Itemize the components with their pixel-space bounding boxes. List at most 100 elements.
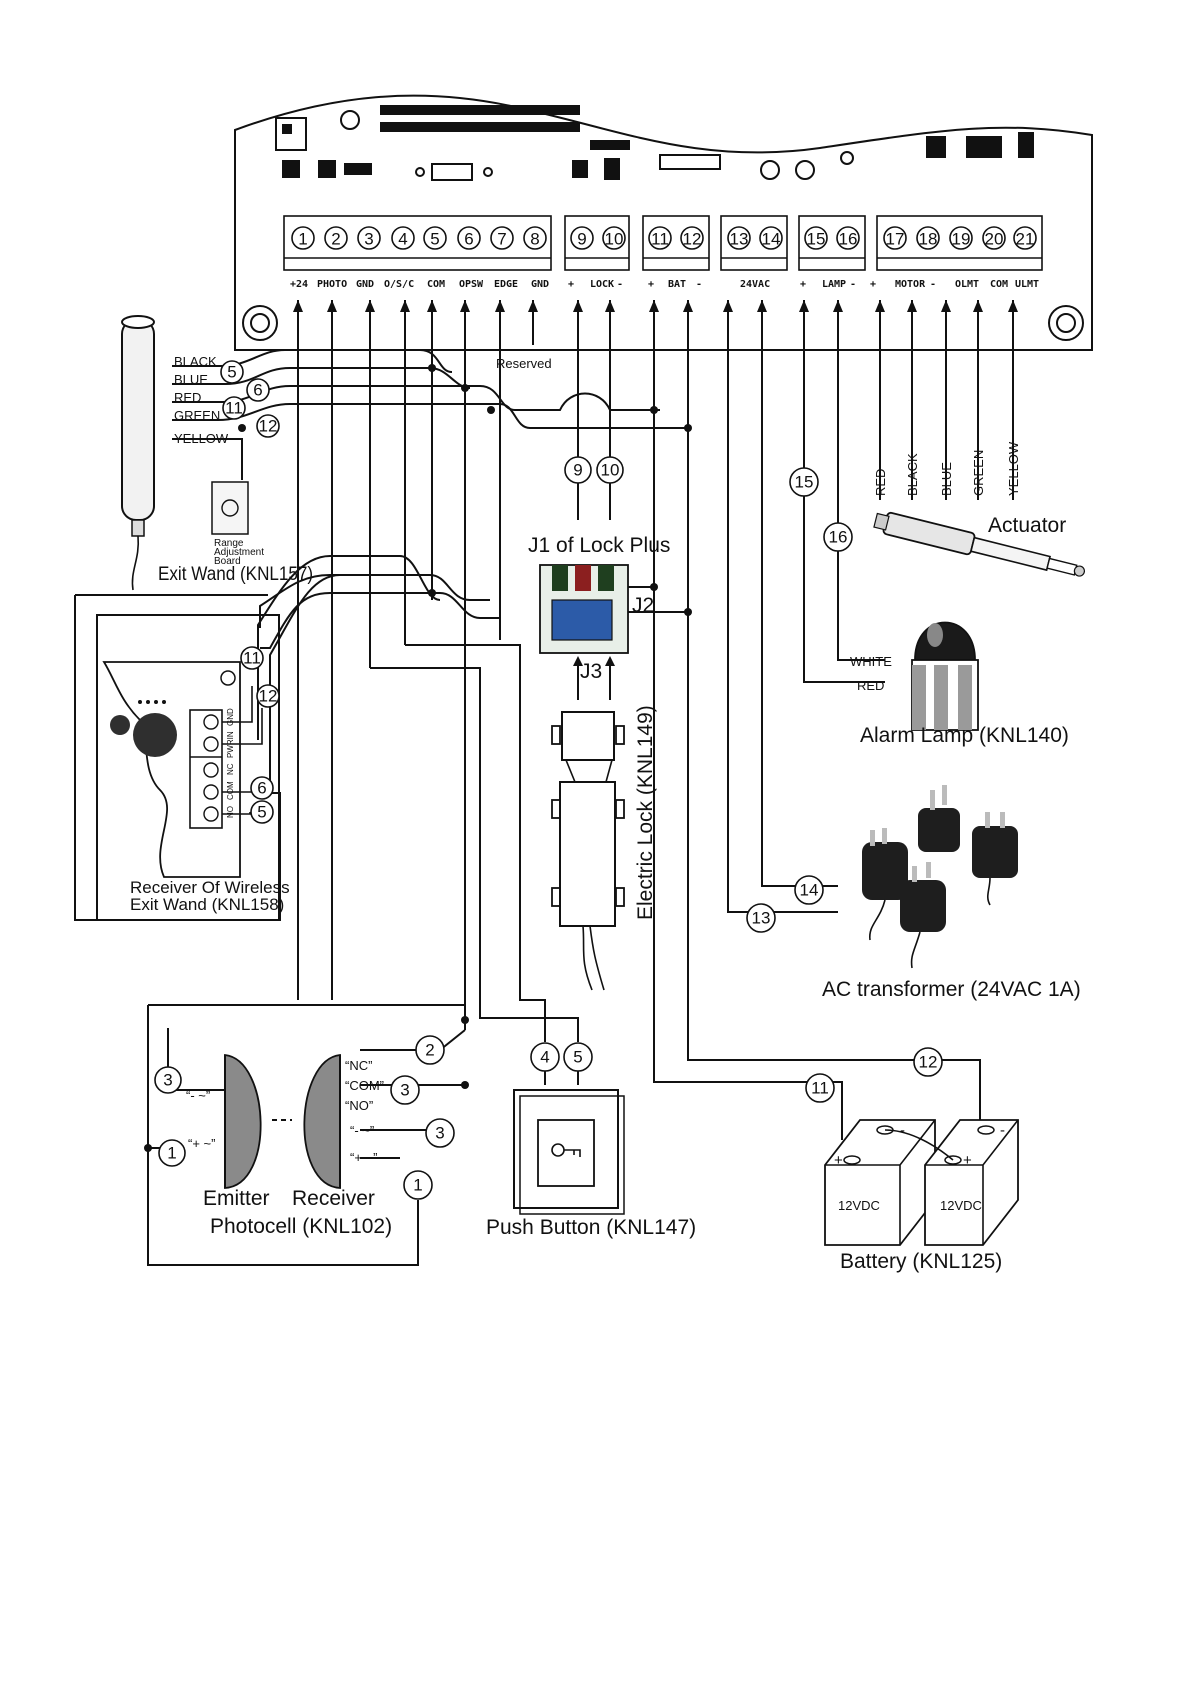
- transformer-number-14: 14: [794, 875, 824, 905]
- svg-text:15: 15: [795, 473, 814, 492]
- receiver-title-line1: Receiver Of Wireless: [130, 878, 290, 897]
- battery-cell-1: 12VDC: [838, 1198, 880, 1213]
- svg-text:“- ~”: “- ~”: [186, 1088, 210, 1103]
- terminal-15: 15: [804, 226, 828, 250]
- terminal-label-8: +: [568, 279, 574, 290]
- terminal-label-13: -: [696, 279, 702, 290]
- push-button-title: Push Button (KNL147): [486, 1216, 696, 1239]
- svg-text:“+ ~”: “+ ~”: [350, 1150, 377, 1165]
- lock-plus-j2: J2: [632, 594, 654, 617]
- emitter-number-3: 3: [154, 1066, 182, 1094]
- receiver-number-2: 2: [415, 1035, 445, 1065]
- push-button-number-4: 4: [530, 1042, 560, 1072]
- terminal-16: 16: [836, 226, 860, 250]
- wand-wire-yellow: YELLOW: [174, 431, 229, 446]
- svg-text:6: 6: [253, 381, 262, 400]
- terminal-10: 10: [602, 226, 626, 250]
- svg-text:12: 12: [259, 417, 278, 436]
- photocell-receiver-label: Receiver: [292, 1187, 375, 1210]
- svg-text:18: 18: [919, 230, 938, 249]
- terminal-13: 13: [727, 226, 751, 250]
- receiver-number-6: 6: [250, 776, 274, 800]
- svg-text:4: 4: [398, 230, 407, 249]
- svg-text:WHITE: WHITE: [850, 654, 892, 669]
- terminal-label-10: -: [617, 279, 623, 290]
- receiver-number-5: 5: [250, 800, 274, 824]
- svg-text:12: 12: [259, 687, 278, 706]
- terminal-label-2: GND: [356, 279, 374, 290]
- svg-text:2: 2: [331, 230, 340, 249]
- svg-text:BLACK: BLACK: [905, 453, 920, 496]
- svg-text:GND: GND: [226, 708, 235, 726]
- svg-text:10: 10: [605, 230, 624, 249]
- svg-text:GREEN: GREEN: [971, 450, 986, 496]
- terminal-3: 3: [357, 226, 381, 250]
- svg-text:14: 14: [800, 881, 819, 900]
- receiver-title-line2: Exit Wand (KNL158): [130, 895, 284, 914]
- terminal-2: 2: [324, 226, 348, 250]
- photocell: 3 1 “- ~” “+ ~” “NC” “COM” “NO” “- ~” “+…: [154, 1035, 455, 1238]
- terminal-blocks: [283, 215, 1043, 271]
- lock-plus-module: 9 10 J1 of Lock Plus J2 J3: [528, 456, 670, 700]
- svg-text:16: 16: [839, 230, 858, 249]
- transformer-title: AC transformer (24VAC 1A): [822, 978, 1081, 1001]
- svg-text:9: 9: [573, 461, 582, 480]
- svg-text:-: -: [1000, 1122, 1005, 1139]
- svg-text:16: 16: [829, 528, 848, 547]
- svg-text:“NC”: “NC”: [345, 1058, 372, 1073]
- wand-wire-red: RED: [174, 390, 201, 405]
- push-button: 4 5 Push Button (KNL147): [486, 1042, 696, 1239]
- wand-wire-number-5: 5: [220, 360, 244, 384]
- svg-text:3: 3: [163, 1071, 172, 1090]
- range-adjustment-board: Range Adjustment Board: [211, 481, 264, 567]
- lock-plus-title: J1 of Lock Plus: [528, 534, 670, 557]
- terminal-11: 11: [648, 226, 672, 250]
- svg-text:14: 14: [762, 230, 781, 249]
- svg-text:9: 9: [577, 230, 586, 249]
- svg-text:11: 11: [811, 1079, 829, 1098]
- battery-title: Battery (KNL125): [840, 1250, 1002, 1273]
- electric-lock-title: Electric Lock (KNL149): [634, 705, 657, 920]
- actuator-number-15: 15: [789, 467, 819, 497]
- exit-wand-title: Exit Wand (KNL157): [158, 563, 313, 584]
- svg-text:13: 13: [730, 230, 749, 249]
- wand-wire-blue: BLUE: [174, 372, 208, 387]
- svg-text:10: 10: [601, 461, 620, 480]
- terminal-20: 20: [982, 226, 1006, 250]
- svg-text:2: 2: [425, 1041, 434, 1060]
- terminal-label-0: +24: [290, 279, 308, 290]
- terminal-label-22: COM: [990, 279, 1008, 290]
- terminal-7: 7: [490, 226, 514, 250]
- svg-text:11: 11: [225, 399, 243, 418]
- lock-number-9: 9: [564, 456, 592, 484]
- svg-text:RED: RED: [857, 678, 884, 693]
- svg-text:11: 11: [651, 230, 669, 249]
- battery-number-11: 11: [805, 1073, 835, 1103]
- wand-body: [121, 319, 155, 521]
- svg-text:13: 13: [752, 909, 771, 928]
- board-components: [275, 105, 1034, 181]
- terminal-label-7: GND: [531, 279, 549, 290]
- svg-text:1: 1: [413, 1176, 422, 1195]
- svg-text:6: 6: [257, 779, 266, 798]
- terminal-label-18: +: [870, 279, 876, 290]
- receiver-number-12: 12: [256, 684, 280, 708]
- terminal-label-3: O/S/C: [384, 279, 414, 290]
- svg-text:COM: COM: [226, 781, 235, 800]
- lock-number-10: 10: [596, 456, 624, 484]
- mount-hole-right: [1048, 305, 1084, 341]
- svg-text:4: 4: [540, 1048, 549, 1067]
- terminal-label-14: 24VAC: [740, 279, 770, 290]
- alarm-lamp-title: Alarm Lamp (KNL140): [860, 724, 1069, 747]
- wand-wire-number-12: 12: [256, 414, 280, 438]
- svg-text:6: 6: [464, 230, 473, 249]
- svg-text:5: 5: [430, 230, 439, 249]
- terminal-label-5: OPSW: [459, 279, 484, 290]
- svg-text:11: 11: [243, 649, 261, 668]
- terminal-label-12: BAT: [668, 279, 686, 290]
- wand-wire-green: GREEN: [174, 408, 220, 423]
- emitter-number-1: 1: [158, 1139, 186, 1167]
- receiver-number-11: 11: [240, 646, 264, 670]
- reserved-label: Reserved: [496, 356, 552, 371]
